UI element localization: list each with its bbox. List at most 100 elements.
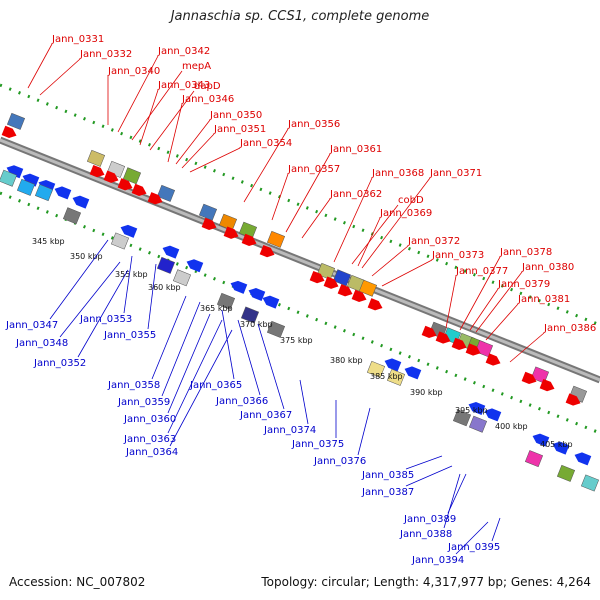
- forward-label-leader: [459, 256, 501, 331]
- feature-group: [323, 276, 339, 289]
- reverse-gene-label: Jann_0353: [79, 314, 132, 325]
- feature-group: [22, 173, 40, 187]
- feature-group: [530, 366, 550, 384]
- forward-gene-label: Jann_0354: [239, 138, 292, 149]
- tick-label: 345 kbp: [32, 237, 65, 246]
- tick-label: 360 kbp: [148, 283, 181, 292]
- reverse-label-leader: [147, 263, 157, 330]
- genome-backbone: [0, 136, 600, 384]
- reverse-gene-label: Jann_0355: [103, 330, 156, 341]
- forward-arrow: [539, 378, 555, 392]
- feature-group: [248, 288, 266, 302]
- reverse-label-leader: [123, 255, 133, 314]
- reverse-gene-label: Jann_0347: [5, 320, 58, 331]
- forward-arrow: [465, 343, 481, 356]
- reverse-label-leader: [167, 313, 211, 414]
- accession-text: Accession: NC_007802: [9, 575, 146, 589]
- forward-gene-label: Jann_0351: [213, 124, 266, 135]
- forward-arrow: [131, 183, 147, 197]
- feature-group: [266, 320, 286, 338]
- forward-label-leader: [39, 58, 81, 96]
- forward-gene-label: Jann_0350: [209, 110, 262, 121]
- feature-group: [62, 207, 82, 225]
- forward-arrow: [421, 325, 437, 339]
- reverse-label-leader: [405, 455, 443, 470]
- forward-gene-label: Jann_0381: [517, 294, 570, 305]
- forward-label-leader: [285, 153, 331, 233]
- reverse-gene-label: Jann_0352: [33, 358, 86, 369]
- reverse-gene-label: Jann_0365: [189, 380, 242, 391]
- reverse-arrow: [120, 224, 138, 238]
- reverse-gene-label: Jann_0394: [411, 555, 464, 566]
- reverse-arrow: [248, 288, 266, 302]
- feature-group: [162, 245, 180, 259]
- reverse-arrow: [404, 366, 422, 380]
- forward-label-leader: [357, 217, 381, 267]
- reverse-gene-label: Jann_0395: [447, 542, 500, 553]
- forward-gene-label: mepA: [182, 61, 211, 72]
- tick-label: 350 kbp: [70, 252, 103, 261]
- forward-arrow: [565, 393, 581, 406]
- reverse-arrow: [186, 259, 204, 273]
- forward-arrow: [103, 170, 119, 183]
- forward-label-leader: [117, 55, 159, 133]
- feature-group: [451, 337, 467, 351]
- reverse-gene-box: [172, 269, 192, 287]
- forward-gene-label: Jann_0343: [157, 80, 210, 91]
- reverse-gene-label: Jann_0364: [125, 447, 178, 458]
- forward-arrow: [201, 217, 217, 231]
- reverse-label-leader: [443, 473, 461, 529]
- feature-group: [147, 192, 163, 205]
- feature-group: [1, 125, 17, 139]
- feature-group: [435, 331, 451, 344]
- feature-group: [539, 378, 555, 392]
- reverse-arrow: [230, 280, 248, 294]
- reverse-gene-box: [556, 464, 576, 482]
- feature-group: [223, 226, 239, 239]
- feature-group: [241, 233, 257, 247]
- forward-gene-label: Jann_0332: [79, 49, 132, 60]
- reverse-gene-box: [524, 450, 544, 468]
- feature-group: [131, 183, 147, 197]
- forward-arrow: [521, 371, 537, 385]
- reverse-label-leader: [405, 465, 453, 487]
- feature-group: [110, 232, 130, 250]
- reverse-gene-label: Jann_0359: [117, 397, 170, 408]
- feature-group: [198, 203, 218, 221]
- forward-arrow: [309, 270, 325, 284]
- forward-gene-box: [156, 184, 176, 202]
- feature-group: [485, 353, 501, 366]
- forward-gene-label: Jann_0346: [181, 94, 234, 105]
- reverse-gene-label: Jann_0376: [313, 456, 366, 467]
- forward-arrow: [117, 178, 133, 191]
- forward-gene-box: [332, 269, 352, 287]
- forward-label-leader: [371, 245, 409, 277]
- forward-label-leader: [509, 332, 545, 363]
- forward-arrow: [351, 289, 367, 303]
- forward-gene-label: Jann_0331: [51, 34, 104, 45]
- reverse-label-leader: [491, 517, 501, 542]
- forward-gene-label: Jann_0356: [287, 119, 340, 130]
- forward-arrow: [89, 164, 105, 178]
- forward-label-leader: [175, 119, 211, 165]
- feature-group: [532, 433, 550, 447]
- reverse-arrow: [162, 245, 180, 259]
- reverse-label-leader: [151, 295, 187, 380]
- reverse-gene-box: [62, 207, 82, 225]
- tick-label: 375 kbp: [280, 336, 313, 345]
- feature-group: [351, 289, 367, 303]
- tick-label: 405 kbp: [540, 440, 573, 449]
- reverse-gene-box: [110, 232, 130, 250]
- forward-gene-label: Jann_0371: [429, 168, 482, 179]
- forward-arrow: [223, 226, 239, 239]
- forward-gene-label: cobD: [398, 195, 424, 206]
- feature-group: [421, 325, 437, 339]
- forward-arrow: [367, 298, 383, 311]
- forward-label-leader: [131, 70, 183, 141]
- feature-group: [484, 408, 502, 422]
- feature-group: [240, 306, 260, 324]
- reverse-arrow: [574, 452, 592, 466]
- feature-group: [521, 371, 537, 385]
- feature-group: [172, 269, 192, 287]
